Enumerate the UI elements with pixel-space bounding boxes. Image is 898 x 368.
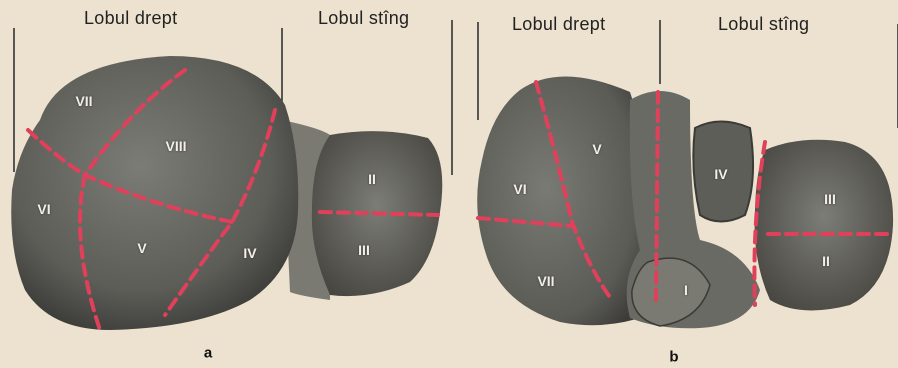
- panel-b-segment-iv: IV: [714, 166, 727, 182]
- panel-a-segment-iv: IV: [243, 245, 256, 261]
- panel-b-label: b: [669, 349, 678, 366]
- panel-a-segment-viii: VIII: [165, 138, 186, 154]
- panel-a-segment-ii: II: [368, 171, 376, 187]
- panel-a-liver: [11, 20, 452, 330]
- panel-a-segment-v: V: [137, 240, 146, 256]
- panel-b-segment-ii: II: [822, 253, 830, 269]
- panel-b-header-left-lobe: Lobul stîng: [718, 14, 809, 35]
- panel-b-right-lobe: [477, 76, 650, 325]
- panel-a-segment-iii: III: [358, 242, 370, 258]
- panel-a-segment-vi: VI: [37, 201, 50, 217]
- panel-b-segment-iii: III: [824, 191, 836, 207]
- panel-b-segment-i: I: [684, 282, 688, 298]
- panel-b-segment-vii: VII: [537, 273, 554, 289]
- panel-b-header-right-lobe: Lobul drept: [512, 14, 605, 35]
- panel-a-segment-vii: VII: [75, 93, 92, 109]
- panel-b-left-lobe: [755, 140, 894, 311]
- panel-b-segment-v: V: [592, 141, 601, 157]
- panel-a-header-right-lobe: Lobul drept: [84, 8, 177, 29]
- panel-a-label: a: [204, 345, 212, 362]
- panel-b-segment-vi: VI: [513, 181, 526, 197]
- panel-a-header-left-lobe: Lobul stîng: [318, 8, 409, 29]
